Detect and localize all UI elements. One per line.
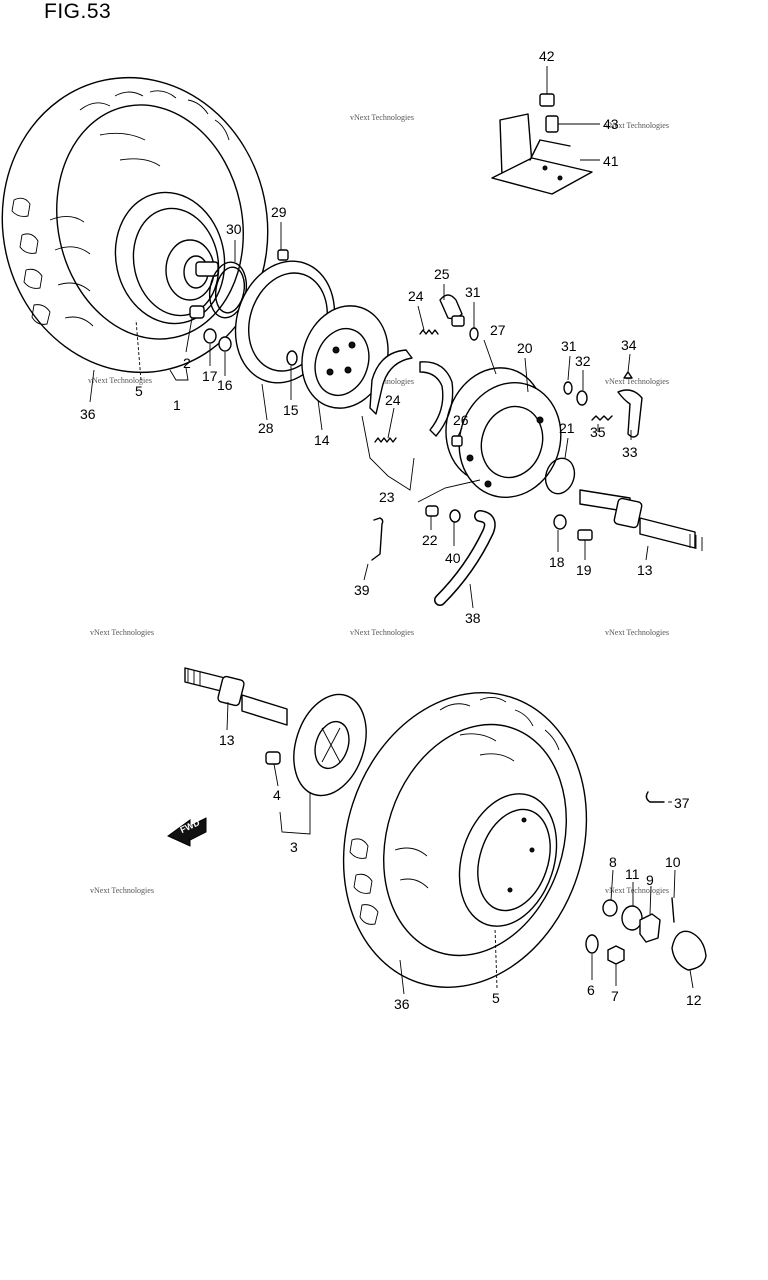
callout-3: 3: [290, 839, 298, 855]
callout-8: 8: [609, 854, 617, 870]
brake-assembly: [189, 249, 643, 606]
callout-21: 21: [559, 420, 575, 436]
callout-12: 12: [686, 992, 702, 1008]
callout-25: 25: [434, 266, 450, 282]
callout-11: 11: [625, 866, 640, 882]
callout-41: 41: [603, 153, 619, 169]
callout-29: 29: [271, 204, 287, 220]
callout-36-upper: 36: [80, 406, 96, 422]
rear-tire-upper: [1, 76, 269, 374]
callout-38: 38: [465, 610, 481, 626]
callout-24-upper: 24: [408, 288, 424, 304]
watermark-2: vNext Technologies: [350, 113, 414, 122]
callout-2: 2: [183, 355, 191, 371]
callout-26: 26: [453, 412, 469, 428]
callout-5-upper: 5: [135, 383, 143, 399]
watermark-3: vNext Technologies: [605, 121, 669, 130]
callout-42: 42: [539, 48, 555, 64]
callout-43: 43: [603, 116, 619, 132]
callout-1: 1: [173, 397, 181, 413]
callout-17: 17: [202, 368, 218, 384]
callout-35: 35: [590, 424, 606, 440]
callout-40: 40: [445, 550, 461, 566]
callout-19: 19: [576, 562, 592, 578]
callout-13-upper: 13: [637, 562, 653, 578]
fwd-arrow-icon: FWD: [167, 817, 207, 847]
watermark-8: vNext Technologies: [350, 628, 414, 637]
callout-9: 9: [646, 872, 654, 888]
callout-16: 16: [217, 377, 233, 393]
callout-31-right: 31: [561, 338, 577, 354]
callout-27: 27: [490, 322, 506, 338]
axle-shaft-upper: [579, 489, 703, 551]
watermark-6: vNext Technologies: [605, 377, 669, 386]
callout-31-upper: 31: [465, 284, 481, 300]
callout-14: 14: [314, 432, 330, 448]
callout-37: 37: [674, 795, 690, 811]
callout-36-lower: 36: [394, 996, 410, 1012]
callout-28: 28: [258, 420, 274, 436]
callout-32: 32: [575, 353, 591, 369]
callout-7: 7: [611, 988, 619, 1004]
callout-10: 10: [665, 854, 681, 870]
bracket: [491, 93, 593, 195]
watermark-10: vNext Technologies: [90, 886, 154, 895]
callout-4: 4: [273, 787, 281, 803]
watermark-12: vNext Technologies: [605, 886, 669, 895]
watermark-4: vNext Technologies: [88, 376, 152, 385]
leader-lines: [89, 66, 694, 995]
callout-13-lower: 13: [219, 732, 235, 748]
hub-hardware-lower: [585, 791, 707, 971]
watermark-7: vNext Technologies: [90, 628, 154, 637]
front-hub: [265, 693, 367, 797]
front-tire-lower: [342, 692, 588, 988]
callout-15: 15: [283, 402, 299, 418]
callout-5-lower: 5: [492, 990, 500, 1006]
axle-shaft-lower: [184, 667, 288, 726]
callout-22: 22: [422, 532, 438, 548]
callout-23: 23: [379, 489, 395, 505]
figure-title: FIG.53: [44, 0, 112, 23]
callout-34: 34: [621, 337, 637, 353]
callout-18: 18: [549, 554, 565, 570]
callout-30: 30: [226, 221, 242, 237]
callout-6: 6: [587, 982, 595, 998]
callout-24-lower: 24: [385, 392, 401, 408]
callout-33: 33: [622, 444, 638, 460]
callout-39: 39: [354, 582, 370, 598]
callout-numbers: 42 43 41 29 30 25 24 31 27 20 31 32 34 3…: [80, 48, 702, 1012]
callout-20: 20: [517, 340, 533, 356]
watermark-9: vNext Technologies: [605, 628, 669, 637]
